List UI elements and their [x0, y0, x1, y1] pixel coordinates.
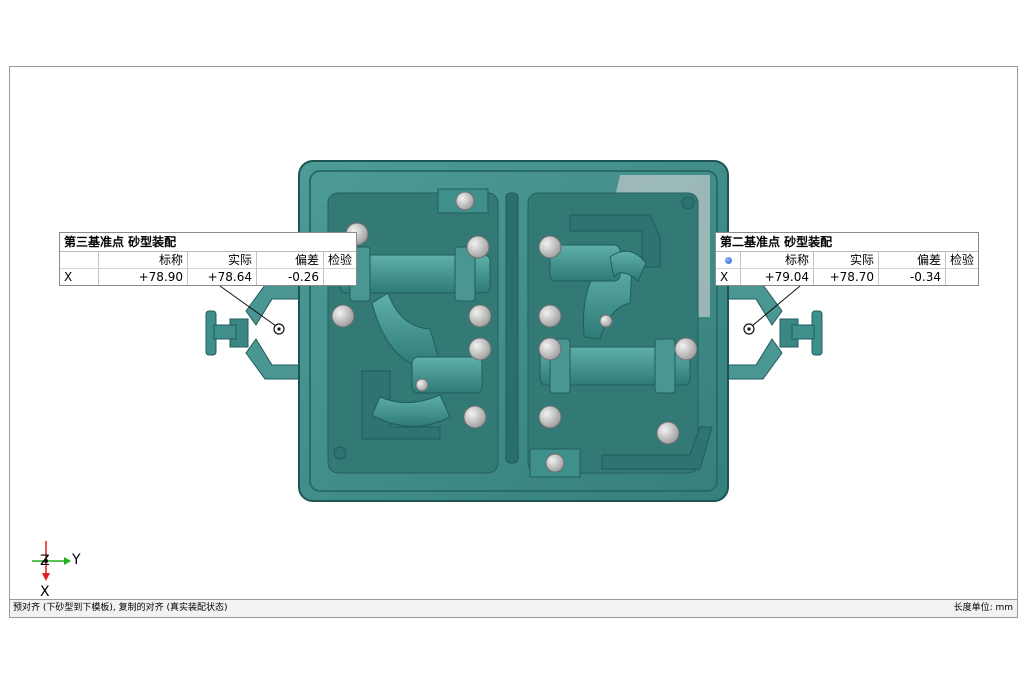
deviation-value: -0.26	[256, 268, 324, 285]
datum-3-callout[interactable]: 第三基准点 砂型装配 标称 实际 偏差 检验 X +78.90 +78.64 -…	[59, 232, 358, 286]
axis-triad: Z Y X	[18, 539, 88, 601]
casting-right	[539, 244, 691, 394]
header-deviation: 偏差	[256, 252, 324, 269]
status-alignment-text: 预对齐 (下砂型到下模板), 复制的对齐 (真实装配状态)	[13, 603, 228, 613]
check-value	[324, 269, 357, 286]
locator-pins	[331, 191, 698, 473]
callout-header-row: 标称 实际 偏差 检验	[716, 252, 979, 269]
3d-viewport[interactable]: 第三基准点 砂型装配 标称 实际 偏差 检验 X +78.90 +78.64 -…	[9, 66, 1018, 618]
callout-header-row: 标称 实际 偏差 检验	[60, 252, 357, 269]
triad-y-label: Y	[72, 552, 81, 568]
datum-marker-2[interactable]	[743, 285, 801, 335]
status-dot-cell	[716, 252, 741, 269]
nominal-value: +79.04	[740, 268, 814, 285]
status-dot-icon	[724, 257, 732, 264]
header-nominal: 标称	[98, 252, 188, 269]
callout-title: 第二基准点 砂型装配	[716, 233, 979, 252]
header-check: 检验	[945, 252, 979, 269]
header-check: 检验	[323, 252, 357, 269]
axis-cell: X	[60, 268, 99, 285]
check-value	[946, 269, 979, 286]
header-actual: 实际	[187, 252, 257, 269]
header-nominal: 标称	[740, 252, 814, 269]
axis-cell: X	[716, 268, 741, 285]
header-actual: 实际	[813, 252, 879, 269]
right-handle	[725, 284, 823, 380]
nominal-value: +78.90	[98, 268, 188, 285]
datum-marker-3[interactable]	[219, 285, 285, 335]
header-deviation: 偏差	[878, 252, 946, 269]
callout-data-row: X +79.04 +78.70 -0.34	[716, 268, 979, 286]
triad-arrows-icon	[32, 541, 71, 581]
triad-z-label: Z	[40, 553, 50, 569]
callout-title: 第三基准点 砂型装配	[60, 233, 357, 252]
sand-mold-model[interactable]	[10, 67, 1017, 599]
left-handle	[205, 284, 303, 380]
datum-2-callout[interactable]: 第二基准点 砂型装配 标称 实际 偏差 检验 X +79.04 +78.70 -…	[715, 232, 980, 286]
actual-value: +78.70	[813, 268, 879, 285]
deviation-value: -0.34	[878, 268, 946, 285]
status-bar: 预对齐 (下砂型到下模板), 复制的对齐 (真实装配状态) 长度单位: mm	[10, 599, 1017, 617]
status-dot-cell	[60, 252, 99, 269]
casting-left	[339, 246, 491, 427]
callout-data-row: X +78.90 +78.64 -0.26	[60, 268, 357, 286]
triad-x-label: X	[40, 584, 50, 600]
status-unit-text: 长度单位: mm	[953, 603, 1013, 613]
actual-value: +78.64	[187, 268, 257, 285]
